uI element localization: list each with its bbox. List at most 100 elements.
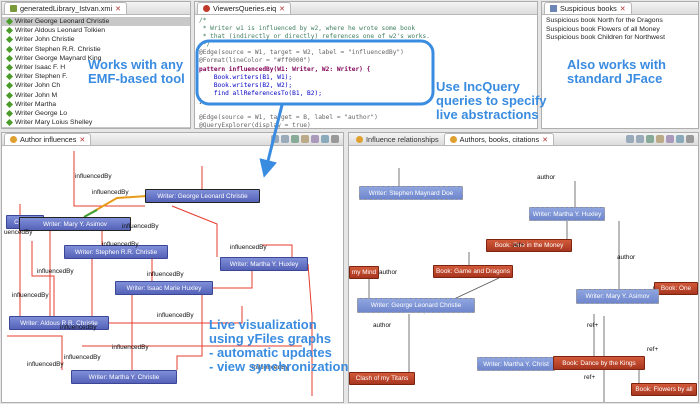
- code-line: @QueryExplorer(display = true): [199, 122, 311, 129]
- close-tab-icon[interactable]: ✕: [279, 5, 286, 13]
- tree-item-label: Writer George Leonard Christie: [15, 18, 110, 25]
- book-node[interactable]: Book: Game and Dragons: [433, 265, 513, 278]
- writer-node[interactable]: Writer: Aldous R.R. Christie: [9, 316, 109, 330]
- callout-line: Live visualization: [209, 317, 317, 332]
- zoom-out-icon[interactable]: [636, 135, 644, 143]
- writer-node-icon: [6, 128, 13, 129]
- edge-label: influencedBy: [230, 244, 267, 251]
- writer-node-icon: [5, 82, 14, 90]
- tab-generated-library[interactable]: generatedLibrary_Istvan.xmi ✕: [4, 2, 127, 14]
- callout-line: queries to specify: [436, 93, 547, 108]
- tab-authors-books-citations[interactable]: Authors, books, citations ✕: [443, 133, 554, 145]
- writer-node[interactable]: Writer: Martha Y. Huxley: [220, 257, 308, 271]
- author-influences-pane: Author influences ✕ Writer: George Leona…: [1, 132, 344, 403]
- influence-edge: [7, 335, 63, 370]
- view-menu-icon[interactable]: [686, 135, 694, 143]
- fit-icon[interactable]: [646, 135, 654, 143]
- layout-icon[interactable]: [301, 135, 309, 143]
- book-node[interactable]: my Mind: [349, 266, 379, 279]
- writer-node[interactable]: Writer: Martha Y. Christ: [477, 357, 555, 371]
- tree-item[interactable]: Writer John Christie: [2, 35, 190, 44]
- callout-line: using yFiles graphs: [209, 331, 332, 346]
- zoom-out-icon[interactable]: [281, 135, 289, 143]
- writer-node[interactable]: Writer: Isaac Marie Huxley: [115, 281, 213, 295]
- tree-item[interactable]: Writer Martha: [2, 100, 190, 109]
- tree-item-label: Writer Aldous Leonard Tolkien: [15, 27, 106, 35]
- callout-line: - automatic updates: [209, 345, 332, 360]
- tree-item-label: Writer John Christie: [15, 36, 75, 44]
- writer-node[interactable]: Writer: George Leonard Christie: [145, 189, 260, 203]
- writer-node[interactable]: Writer: Martha Y. Christie: [71, 370, 177, 384]
- editor-tab-bar: ViewersQueries.eiq ✕: [195, 2, 537, 15]
- tab-author-influences[interactable]: Author influences ✕: [4, 133, 92, 145]
- zoom-in-icon[interactable]: [271, 135, 279, 143]
- edge-label: influencedBy: [147, 271, 184, 278]
- edge-label: influencedBy: [12, 292, 49, 299]
- tree-item[interactable]: Writer Aldous Leonard Tolkien: [2, 26, 190, 35]
- book-node[interactable]: Clash of my Titans: [349, 372, 415, 385]
- writer-node[interactable]: Writer: Stephen Maynard Doe: [359, 186, 463, 200]
- writer-node-icon: [5, 18, 14, 26]
- tree-item[interactable]: Writer George Lo: [2, 109, 190, 118]
- tree-item-label: Writer John Ch: [15, 82, 61, 90]
- zoom-in-icon[interactable]: [626, 135, 634, 143]
- tree-item[interactable]: Writer George Maynard King: [2, 54, 190, 63]
- book-node[interactable]: Book: Flowers by all: [631, 383, 697, 396]
- influence-edge: [73, 151, 145, 207]
- close-tab-icon[interactable]: ✕: [79, 136, 86, 144]
- writer-node[interactable]: Writer: George Leonard Christie: [357, 298, 475, 313]
- export-icon[interactable]: [311, 135, 319, 143]
- list-item[interactable]: Suspicious book North for the Dragons: [546, 17, 663, 24]
- tree-item[interactable]: Writer Stephen R.R. Christie: [2, 45, 190, 54]
- book-node[interactable]: Book: One: [654, 282, 698, 295]
- edge-label: ref+: [584, 374, 596, 381]
- list-item[interactable]: Suspicious book Children for Northwest: [546, 34, 666, 41]
- edge-label: ref+: [647, 346, 659, 353]
- tree-item[interactable]: Writer John Ch: [2, 81, 190, 90]
- tab-label: Author influences: [20, 135, 77, 144]
- tree-item[interactable]: Writer Mary Y. Asimov: [2, 127, 190, 129]
- writer-node[interactable]: Writer: Mary Y. Asimov: [19, 217, 131, 231]
- export-icon[interactable]: [666, 135, 674, 143]
- refresh-icon[interactable]: [676, 135, 684, 143]
- tree-item[interactable]: Writer Mary Loius Shelley: [2, 118, 190, 127]
- callout-line: live abstractions: [436, 107, 539, 122]
- tree-item[interactable]: Writer Stephen F.: [2, 72, 190, 81]
- close-tab-icon[interactable]: ✕: [542, 136, 548, 144]
- influence-graph-canvas[interactable]: [2, 146, 344, 403]
- writer-node[interactable]: Writer: Martha Y. Huxley: [529, 207, 605, 221]
- writer-node-icon: [5, 91, 14, 99]
- callout-incquery: Use IncQuery queries to specify live abs…: [436, 80, 547, 122]
- tab-label: generatedLibrary_Istvan.xmi: [20, 4, 113, 13]
- callout-line: Works with any: [88, 57, 184, 72]
- writer-node-icon: [5, 73, 14, 81]
- tree-item-label: Writer Martha: [15, 100, 57, 108]
- writer-node[interactable]: Writer: Stephen R.R. Christie: [64, 245, 168, 259]
- refresh-icon[interactable]: [321, 135, 329, 143]
- book-node[interactable]: Book: Dance by the Kings: [553, 356, 645, 370]
- view-menu-icon[interactable]: [331, 135, 339, 143]
- tree-item[interactable]: Writer Isaac F. H: [2, 63, 190, 72]
- graph-view-icon: [356, 135, 363, 143]
- tab-suspicious-books[interactable]: Suspicious books ✕: [544, 2, 632, 14]
- tab-viewers-queries[interactable]: ViewersQueries.eiq ✕: [197, 2, 292, 14]
- fit-icon[interactable]: [291, 135, 299, 143]
- edge-label: author: [373, 322, 392, 329]
- tree-item[interactable]: Writer George Leonard Christie: [2, 17, 190, 27]
- book-node[interactable]: Book: One in the Money: [486, 239, 572, 252]
- edge-label: ref+: [587, 322, 599, 329]
- close-tab-icon[interactable]: ✕: [619, 5, 626, 13]
- callout-line: - view synchronization: [209, 359, 349, 374]
- layout-icon[interactable]: [656, 135, 664, 143]
- code-line: /*: [199, 17, 207, 24]
- writer-node[interactable]: Writer: Mary Y. Asimov: [576, 289, 659, 304]
- tab-influence-relationships[interactable]: Influence relationships: [351, 133, 444, 145]
- tree-item-label: Writer Mary Loius Shelley: [15, 119, 93, 127]
- close-tab-icon[interactable]: ✕: [115, 5, 121, 13]
- influence-edge: [31, 241, 55, 316]
- callout-line: Also works with: [567, 57, 666, 72]
- list-item[interactable]: Suspicious book Flowers of all Money: [546, 25, 660, 33]
- tree-item[interactable]: Writer John M: [2, 91, 190, 100]
- graph-toolbar: [624, 135, 694, 143]
